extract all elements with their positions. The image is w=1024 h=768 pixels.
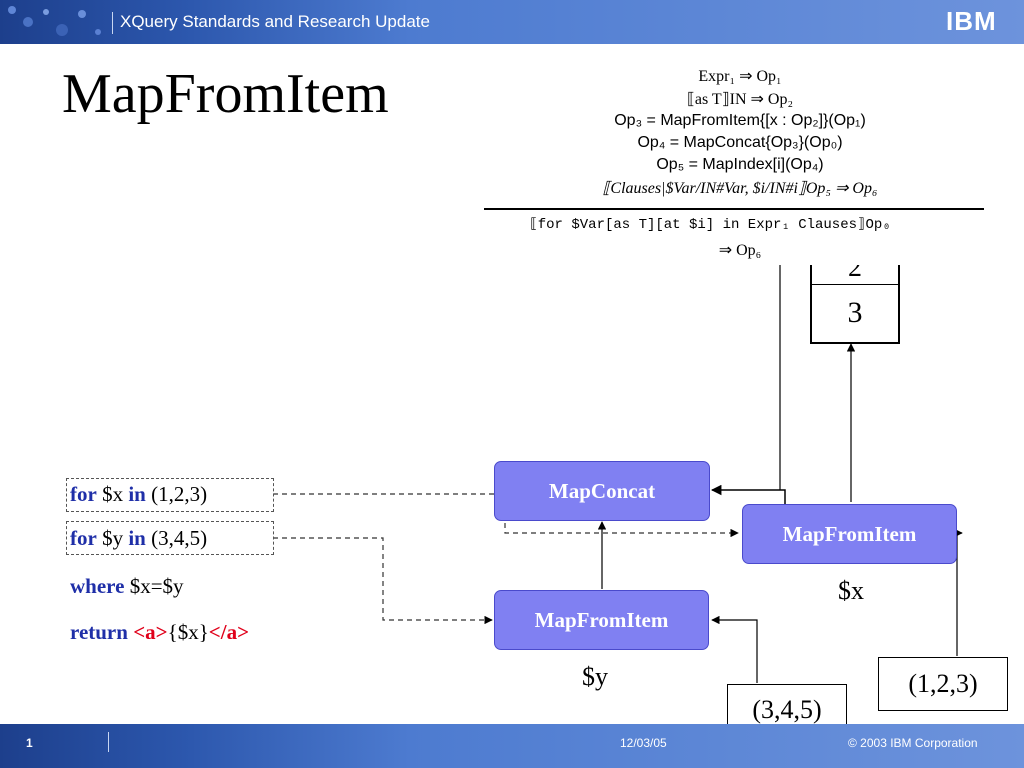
mapfromitem-y-node: MapFromItem <box>494 590 709 650</box>
var-x-label: $x <box>838 576 864 605</box>
footer-divider <box>108 732 109 752</box>
query-for-y: for $y in (3,4,5) <box>70 526 208 550</box>
header-bar: XQuery Standards and Research Update IBM <box>0 0 1024 44</box>
header-decoration <box>8 6 101 36</box>
ibm-logo: IBM <box>946 6 1016 36</box>
rule-premise-4: Op₄ = MapConcat{Op₃}(Op₀) <box>637 134 843 151</box>
rule-premise-1: Expr₁ ⇒ Op₁ <box>698 68 782 85</box>
dashed-link-y-to-mapfromitem <box>273 537 493 625</box>
var-y-label: $y <box>582 662 608 691</box>
footer-date: 12/03/05 <box>620 736 667 750</box>
rule-conclusion-result: ⇒ Op₆ <box>718 242 762 259</box>
inference-rule: Expr₁ ⇒ Op₁ ⟦as T⟧IN ⇒ Op₂ Op₃ = MapFrom… <box>470 60 1010 265</box>
presentation-title: XQuery Standards and Research Update <box>120 12 430 31</box>
page-number: 1 <box>26 736 33 750</box>
input-x-box: (1,2,3) <box>878 657 1008 711</box>
rule-premise-3: Op₃ = MapFromItem{[x : Op₂]}(Op₁) <box>614 112 866 129</box>
slide-title: MapFromItem <box>62 63 389 125</box>
rule-premise-5: Op₅ = MapIndex[i](Op₄) <box>656 156 824 173</box>
arrow-input-y-to-mapfromitem <box>711 615 758 683</box>
arrow-mapfromitem-x-to-mapconcat <box>710 484 786 506</box>
query-where: where $x=$y <box>70 574 184 598</box>
footer-copyright: © 2003 IBM Corporation <box>848 736 978 750</box>
mapconcat-node: MapConcat <box>494 461 710 521</box>
rule-conclusion: ⟦for $Var[as T][at $i] in Expr₁ Clauses⟧… <box>529 217 891 233</box>
rule-divider <box>484 208 984 210</box>
footer-bar: 1 12/03/05 © 2003 IBM Corporation <box>0 724 1024 768</box>
mapfromitem-x-node: MapFromItem <box>742 504 957 564</box>
dashed-link-x-to-mapconcat <box>273 493 739 538</box>
rule-premise-6: ⟦Clauses|$Var/IN#Var, $i/IN#i⟧Op₅ ⇒ Op₆ <box>602 180 878 197</box>
rule-premise-2: ⟦as T⟧IN ⇒ Op₂ <box>686 91 794 108</box>
arrow-input-x-to-mapfromitem <box>954 528 963 656</box>
header-divider <box>112 12 113 34</box>
query-line2-box <box>66 521 274 555</box>
query-line1-box <box>66 478 274 512</box>
query-return: return <a>{$x}</a> <box>70 620 250 644</box>
query-for-x: for $x in (1,2,3) <box>70 482 208 506</box>
stack-cell-3: 3 <box>847 295 863 329</box>
